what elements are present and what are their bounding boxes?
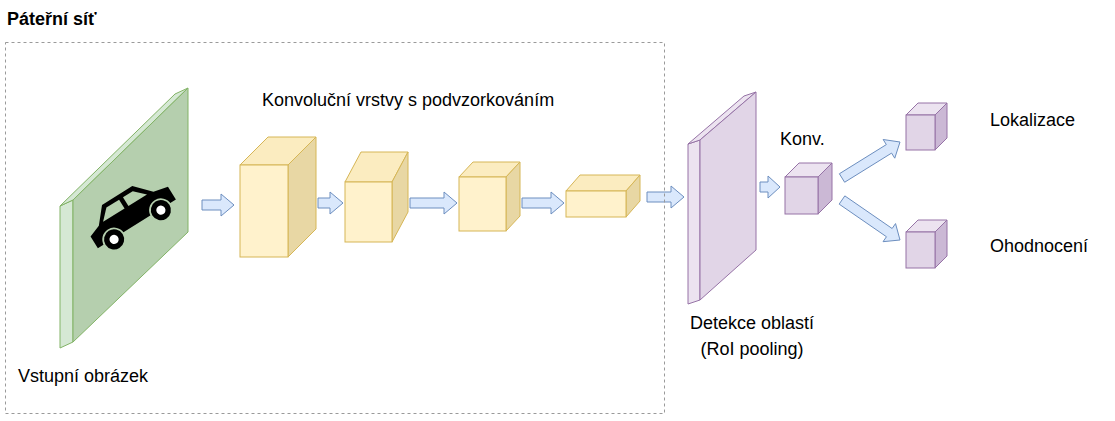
cube-front [345, 182, 392, 242]
car-hub [155, 204, 168, 217]
roi-pooling-slab: Detekce oblastí (RoI pooling) [686, 88, 758, 308]
cube-side [288, 137, 316, 257]
layer-arrow [318, 192, 343, 214]
node-label: Vstupní obrázek [18, 363, 148, 389]
score-output: Ohodnocení [904, 213, 1104, 271]
backbone-region: Páteřní síťVstupní obrázekKonvoluční vrs… [5, 42, 665, 414]
conv-cube: Konv. [782, 126, 836, 218]
flow-arrow [647, 186, 684, 208]
car-body [80, 170, 176, 248]
cube-front [906, 232, 935, 268]
node-label: Lokalizace [990, 107, 1075, 133]
car-wheel [146, 195, 176, 225]
flow-arrow [760, 176, 780, 198]
conv-layer-cube [240, 137, 316, 257]
flow-arrow [839, 196, 900, 242]
flow-arrow [202, 194, 234, 216]
slab-face [700, 92, 756, 300]
slab-edge [688, 140, 700, 304]
cube-side [626, 175, 640, 217]
car-window [123, 186, 147, 206]
cube-front [240, 165, 288, 257]
flow-arrow [839, 140, 900, 183]
cube-front [459, 177, 506, 231]
image-slab [60, 88, 188, 348]
car-wheel [99, 224, 129, 254]
cube-side [506, 162, 520, 231]
conv-layer-cube [459, 162, 520, 231]
roi-slab [688, 92, 756, 304]
node-label: Konvoluční vrstvy s podvzorkováním [262, 87, 554, 113]
node-shape [236, 85, 645, 265]
node-label: Detekce oblastí (RoI pooling) [672, 310, 832, 362]
node-shape [686, 88, 758, 308]
cube-front [785, 177, 818, 214]
node-shape [15, 84, 200, 394]
node-label: Ohodnocení [990, 233, 1088, 259]
conv-layer-cube [345, 152, 408, 242]
conv-layer-group: Konvoluční vrstvy s podvzorkováním [236, 85, 645, 265]
conv-cube-shape [785, 163, 832, 214]
output-cube [906, 103, 947, 150]
region-title: Páteřní síť [7, 6, 97, 32]
conv-layer-cube [566, 175, 640, 217]
cube-side [392, 152, 408, 242]
output-cube [906, 220, 947, 268]
car-icon [80, 170, 183, 258]
cube-front [566, 191, 626, 217]
cube-side [818, 163, 832, 214]
layer-arrow [410, 192, 457, 214]
car-hub [108, 233, 121, 246]
cube-side [935, 103, 947, 150]
slab-face [73, 88, 188, 342]
cube-side [935, 220, 947, 268]
slab-edge [60, 200, 73, 348]
dashed-region-outline [6, 43, 665, 414]
localization-output: Lokalizace [904, 98, 1104, 154]
input-image: Vstupní obrázek [15, 84, 200, 394]
car-window [98, 200, 125, 222]
layer-arrow [522, 192, 564, 214]
cube-front [906, 115, 935, 150]
node-label: Konv. [780, 126, 825, 152]
